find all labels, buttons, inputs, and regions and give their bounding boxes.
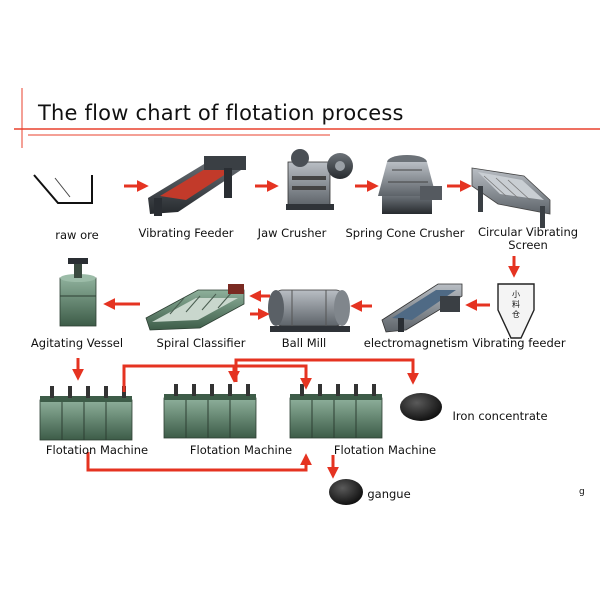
label-vibrating-feeder: Vibrating Feeder xyxy=(138,226,234,240)
label-gangue: gangue xyxy=(367,487,411,501)
raw-ore-icon xyxy=(33,174,93,204)
label-spring-cone-crusher: Spring Cone Crusher xyxy=(345,226,465,240)
hopper-label: 小 料 仓 xyxy=(512,290,520,319)
ore-pile-icon xyxy=(329,479,363,505)
diagram-title: The flow chart of flotation process xyxy=(38,101,404,125)
label-vibrating-feeder-2: Vibrating feeder xyxy=(472,336,566,350)
ball-mill-icon xyxy=(268,289,350,332)
flow-arrows xyxy=(72,180,520,479)
agitating-tank-icon xyxy=(59,258,97,327)
label-flotation-machine-3: Flotation Machine xyxy=(333,443,437,457)
label-circular-vibrating-screen: Circular Vibrating Screen xyxy=(477,225,579,252)
label-raw-ore: raw ore xyxy=(55,228,99,242)
electromagnetic-feeder-icon xyxy=(381,283,463,333)
spiral-classifier-icon xyxy=(145,284,245,331)
flotation-cell-icon xyxy=(289,384,383,439)
label-agitating-vessel: Agitating Vessel xyxy=(30,336,124,350)
label-flotation-machine-2: Flotation Machine xyxy=(189,443,293,457)
vibrating-screen-icon xyxy=(471,167,551,228)
arrow-flotation2-to-concentrate xyxy=(234,358,419,385)
flotation-cell-icon xyxy=(163,384,257,439)
label-jaw-crusher: Jaw Crusher xyxy=(257,226,327,240)
label-spiral-classifier: Spiral Classifier xyxy=(156,336,246,350)
ore-pile-icon xyxy=(400,393,442,421)
flotation-cell-icon xyxy=(39,386,133,441)
label-ball-mill: Ball Mill xyxy=(281,336,327,350)
jaw-crusher-icon xyxy=(286,149,353,210)
arrow-return-loop xyxy=(86,452,312,472)
corner-mark: g xyxy=(579,487,585,497)
label-electromagnetism: electromagnetism xyxy=(363,336,469,350)
label-flotation-machine-1: Flotation Machine xyxy=(45,443,149,457)
title-rule-decoration xyxy=(14,88,600,148)
label-iron-concentrate: Iron concentrate xyxy=(452,409,548,423)
cone-crusher-icon xyxy=(378,155,442,214)
vibrating-feeder-icon xyxy=(148,156,246,216)
hopper-icon xyxy=(497,283,535,339)
arrow-flotation1-to-3 xyxy=(122,364,312,392)
